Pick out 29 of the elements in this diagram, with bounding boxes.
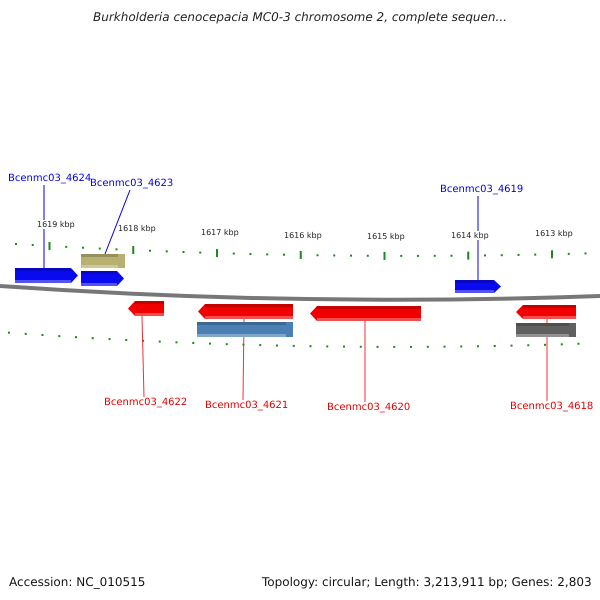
tick-label: 1614 kbp — [450, 231, 490, 240]
gene-label: Bcenmc03_4620 — [327, 402, 410, 414]
tick-label: 1615 kbp — [366, 232, 406, 241]
tick-label: 1616 kbp — [283, 231, 323, 240]
gene-feature — [516, 305, 576, 319]
gene-feature — [128, 301, 164, 316]
gene-feature — [81, 271, 124, 286]
gene-feature — [15, 268, 78, 283]
gene-label: Bcenmc03_4624 — [8, 173, 92, 185]
gene-label: Bcenmc03_4618 — [510, 401, 594, 413]
gene-feature — [455, 280, 501, 293]
footer-text: Topology: circular; Length: 3,213,911 bp; Genes: 2,803 — [262, 575, 592, 589]
leader-line — [142, 316, 144, 398]
footer-text: Accession: NC_010515 — [9, 575, 146, 589]
tick-label: 1617 kbp — [200, 228, 240, 237]
gene-bar — [197, 322, 293, 337]
gene-feature — [310, 306, 421, 321]
gene-label: Bcenmc03_4621 — [205, 400, 288, 412]
leader-line — [364, 320, 366, 402]
title: Burkholderia cenocepacia MC0-3 chromosome 2, complete sequen... — [92, 10, 508, 24]
gene-feature — [198, 304, 293, 319]
tick-label: 1618 kbp — [117, 224, 157, 233]
gene-bar — [516, 323, 576, 337]
gene-bar — [81, 254, 125, 268]
gene-label: Bcenmc03_4623 — [90, 178, 174, 190]
gene-label: Bcenmc03_4622 — [104, 397, 188, 409]
tick-label: 1619 kbp — [36, 220, 76, 229]
tick-label: 1613 kbp — [534, 229, 574, 238]
gene-label: Bcenmc03_4619 — [440, 184, 524, 196]
